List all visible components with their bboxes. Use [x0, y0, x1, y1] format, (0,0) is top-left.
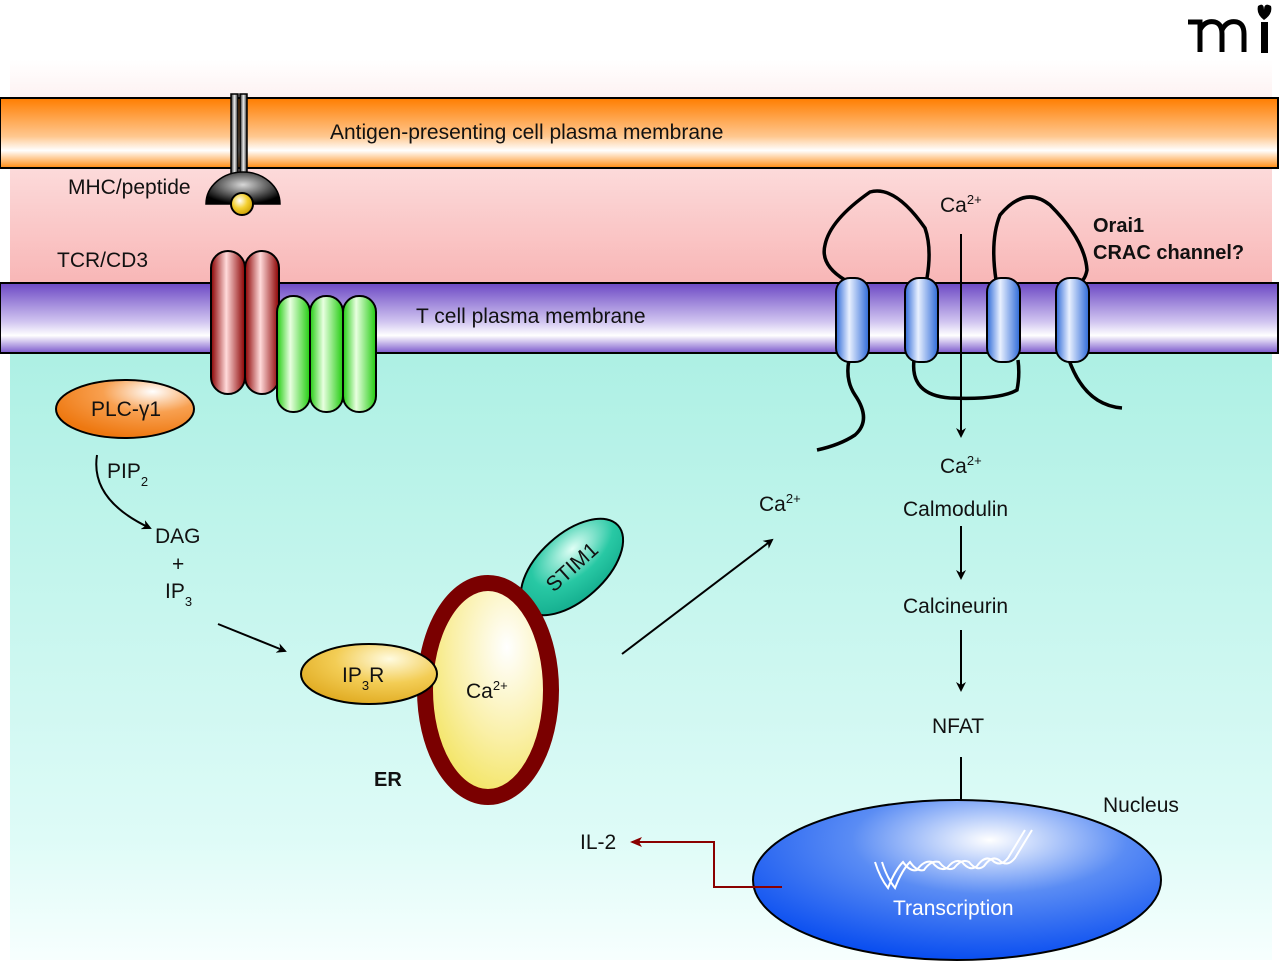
plc-gamma1-enzyme: [55, 379, 195, 439]
cd3-chain: [342, 295, 377, 413]
cd3-chain: [276, 295, 311, 413]
ip3r-label: IP3R: [342, 664, 384, 693]
ip3-to-receptor-arrow: [217, 623, 287, 653]
orai-tm-helix: [986, 277, 1021, 363]
calcineurin-label: Calcineurin: [903, 595, 1008, 618]
orai-tm-helix: [904, 277, 939, 363]
apc-plasma-membrane: [0, 97, 1279, 169]
plc-gamma1-label: PLC-γ1: [91, 398, 161, 421]
orai1-channel: [816, 189, 1123, 452]
released-calcium-label: Ca2+: [759, 491, 801, 516]
er-calcium-label: Ca2+: [466, 678, 508, 703]
dna-helix-icon: [874, 829, 1033, 890]
il2-label: IL-2: [580, 831, 616, 854]
tcr-cd3-label: TCR/CD3: [57, 249, 148, 272]
peptide-icon: [230, 192, 254, 216]
orai-tm-helix: [835, 277, 870, 363]
tcr-chain-alpha: [210, 250, 246, 395]
nfat-label: NFAT: [932, 715, 984, 738]
pip2-hydrolysis-arrow: [95, 454, 152, 530]
transcription-label: Transcription: [893, 897, 1014, 920]
apc-membrane-label: Antigen-presenting cell plasma membrane: [330, 121, 723, 144]
cytosolic-calcium-label: Ca2+: [940, 453, 982, 478]
ip3-label: IP3: [165, 580, 192, 609]
tcell-membrane-label: T cell plasma membrane: [416, 305, 646, 328]
ip3-receptor: [300, 643, 438, 705]
er-label: ER: [374, 769, 402, 791]
er-calcium-release-arrow: [621, 538, 774, 655]
crac-channel-label: CRAC channel?: [1093, 242, 1244, 264]
extracellular-calcium-label: Ca2+: [940, 192, 982, 217]
cd3-chain: [309, 295, 344, 413]
cd3-complex: [276, 295, 377, 413]
calmodulin-label: Calmodulin: [903, 498, 1008, 521]
orai1-label: Orai1: [1093, 215, 1144, 237]
tcr-complex: [210, 250, 280, 395]
mhc-peptide-label: MHC/peptide: [68, 176, 191, 199]
plus-sign: +: [172, 553, 184, 576]
pip2-label: PIP2: [107, 460, 148, 489]
mhc-peptide-complex: [205, 93, 281, 216]
tcr-chain-beta: [244, 250, 280, 395]
nucleus: [752, 799, 1162, 961]
orai-tm-helix: [1055, 277, 1090, 363]
mi-logo-icon: [1188, 4, 1272, 53]
dag-label: DAG: [155, 525, 201, 548]
il2-secretion-arrow: [630, 837, 782, 888]
nucleus-label: Nucleus: [1103, 794, 1179, 817]
